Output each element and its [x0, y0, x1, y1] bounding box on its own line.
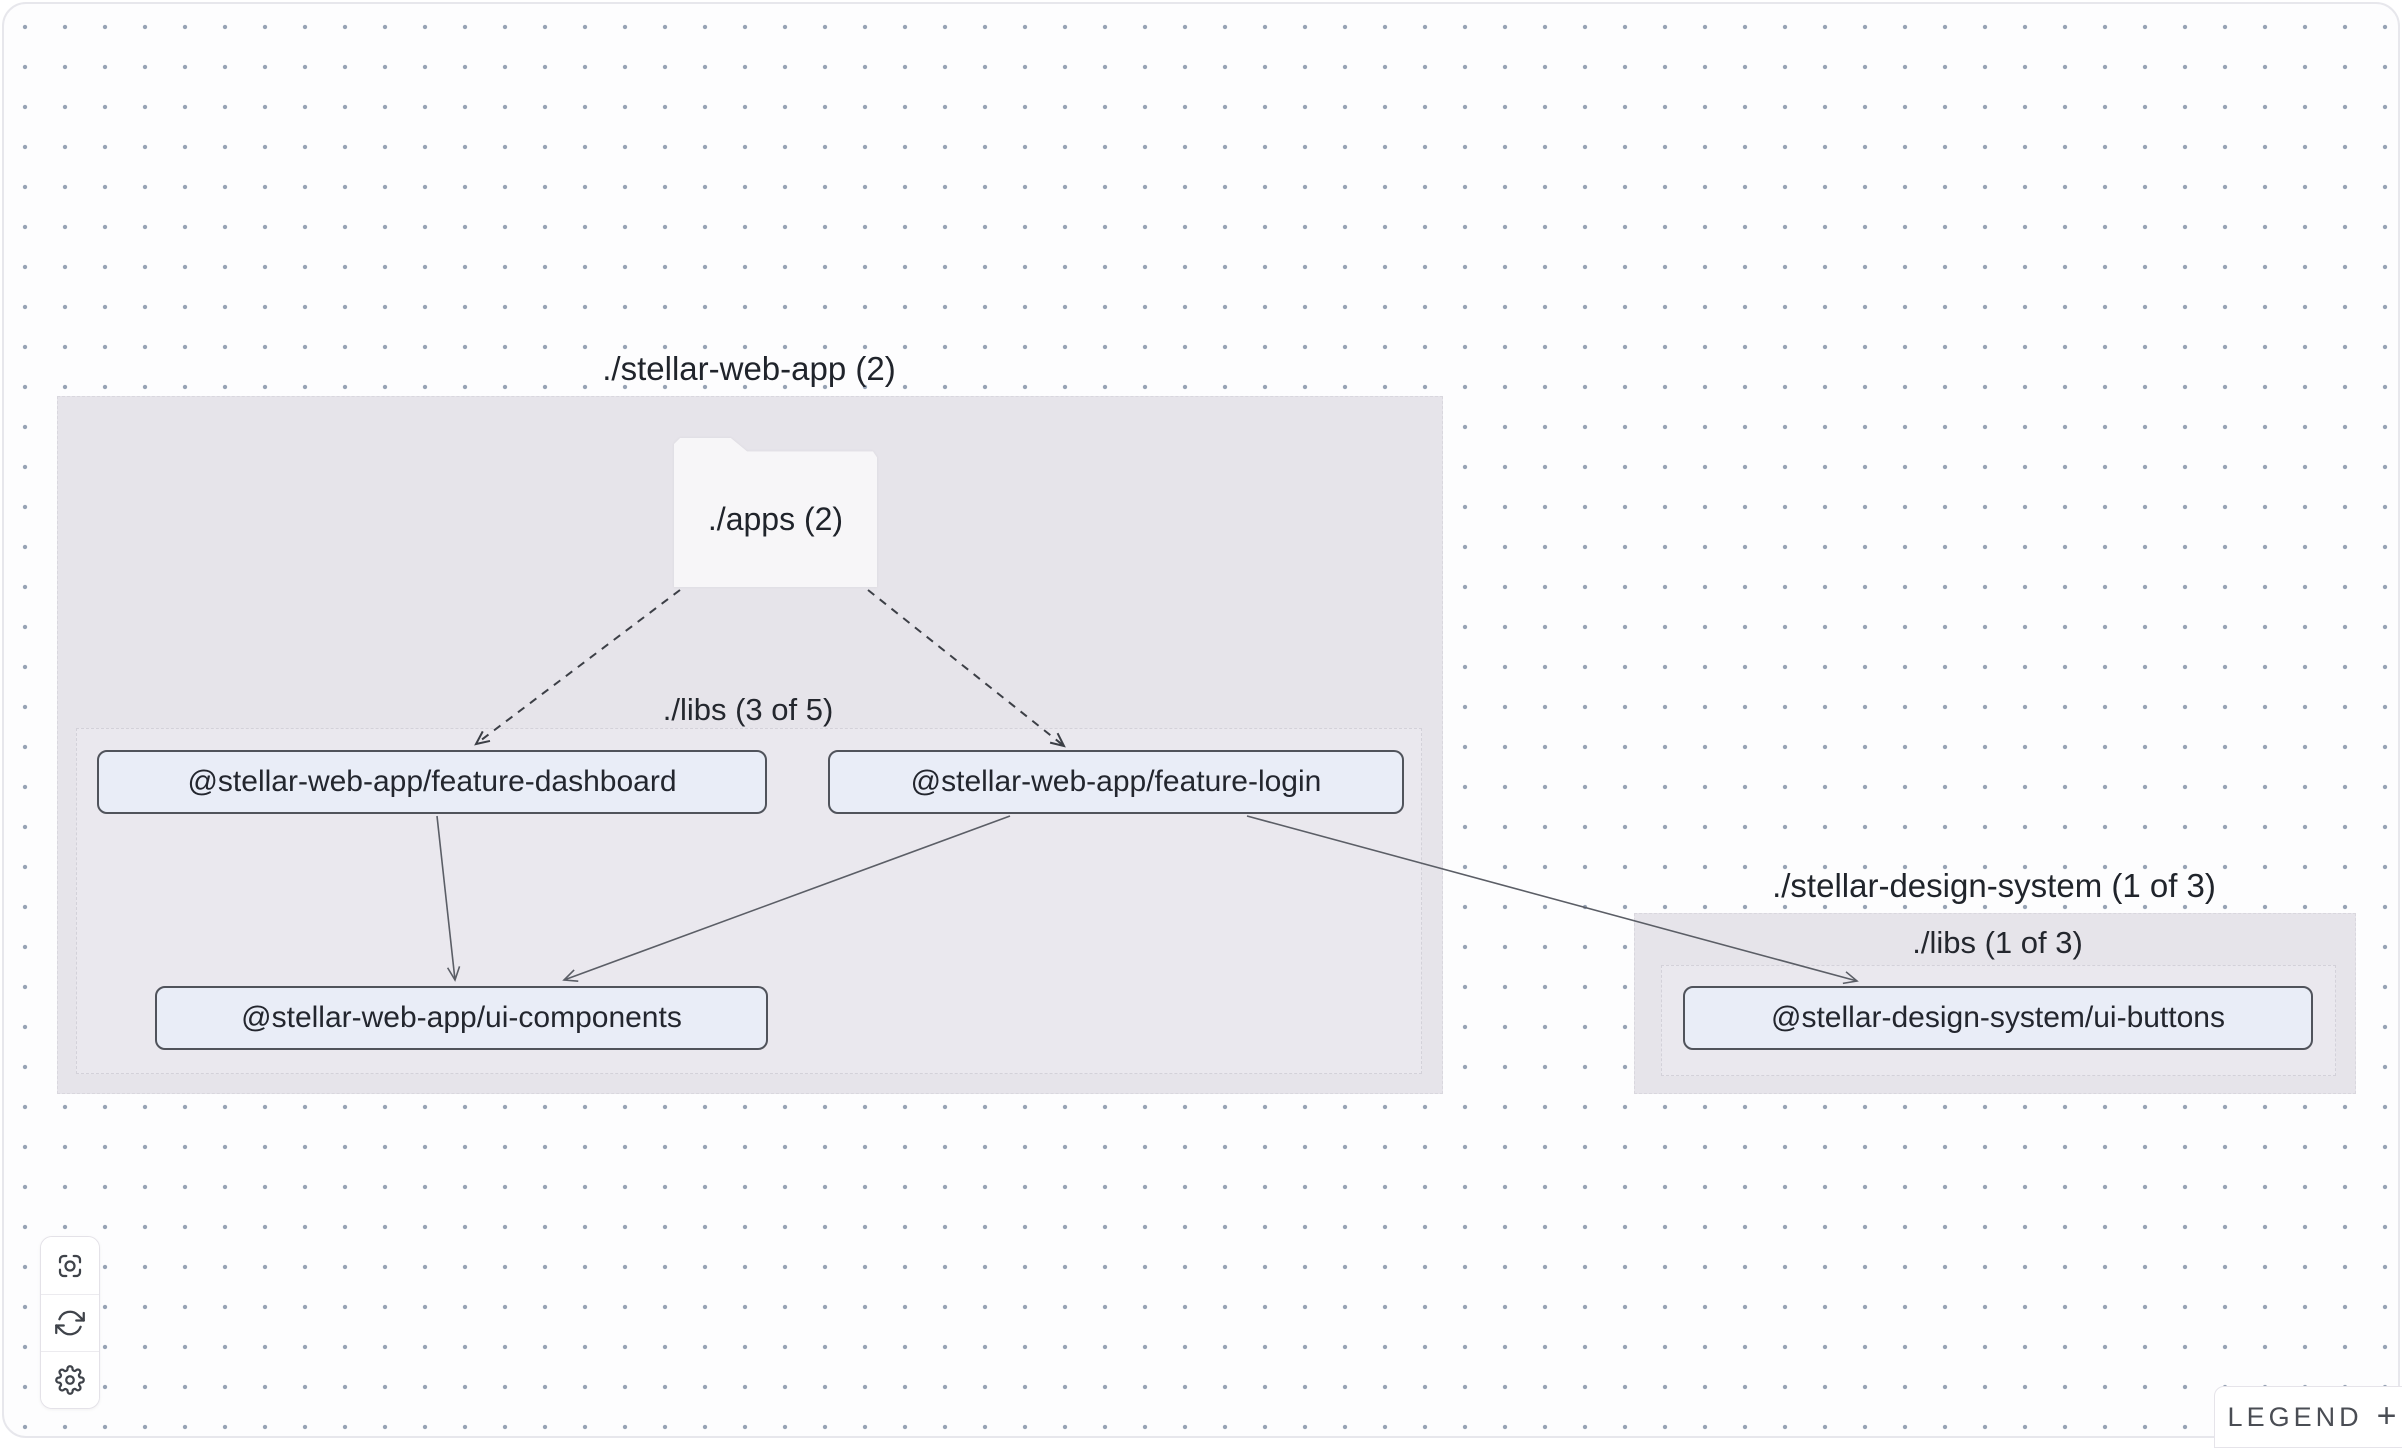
settings-gear-icon: [55, 1365, 85, 1395]
edge-apps-to-feature-login[interactable]: [867, 589, 1066, 748]
project-node-feature-login[interactable]: @stellar-web-app/feature-login: [828, 750, 1404, 814]
edge-apps-to-feature-dashboard[interactable]: [474, 589, 681, 746]
center-graph-button[interactable]: [41, 1237, 99, 1294]
refresh-graph-button[interactable]: [41, 1294, 99, 1351]
edge-feature-login-to-ui-buttons[interactable]: [1246, 815, 1859, 985]
folder-icon: [674, 438, 877, 587]
legend-expand-plus-icon: +: [2376, 1396, 2397, 1435]
edge-feature-dashboard-to-ui-components[interactable]: [436, 815, 461, 982]
graph-settings-button[interactable]: [41, 1351, 99, 1408]
group-label-stellar-web-app: ./stellar-web-app (2): [602, 350, 896, 387]
canvas-toolbar: [40, 1236, 100, 1409]
project-node-ui-buttons[interactable]: @stellar-design-system/ui-buttons: [1683, 986, 2313, 1050]
project-node-feature-dashboard[interactable]: @stellar-web-app/feature-dashboard: [97, 750, 767, 814]
focus-icon: [58, 1254, 82, 1277]
group-label-stellar-design-system: ./stellar-design-system (1 of 3): [1772, 867, 2216, 904]
refresh-icon: [55, 1310, 85, 1336]
dependency-edges: [436, 589, 1859, 985]
libs-folder-label-stellar-web-app: ./libs (3 of 5): [662, 692, 834, 727]
apps-folder-label: ./apps (2): [707, 501, 844, 537]
apps-folder-node[interactable]: ./apps (2): [674, 438, 877, 587]
project-node-ui-components[interactable]: @stellar-web-app/ui-components: [155, 986, 768, 1050]
libs-folder-label-stellar-design-system: ./libs (1 of 3): [1912, 925, 2083, 960]
legend-label: LEGEND: [2227, 1401, 2363, 1432]
edge-feature-login-to-ui-components[interactable]: [562, 815, 1011, 982]
legend-toggle-button[interactable]: LEGEND +: [2214, 1386, 2402, 1448]
